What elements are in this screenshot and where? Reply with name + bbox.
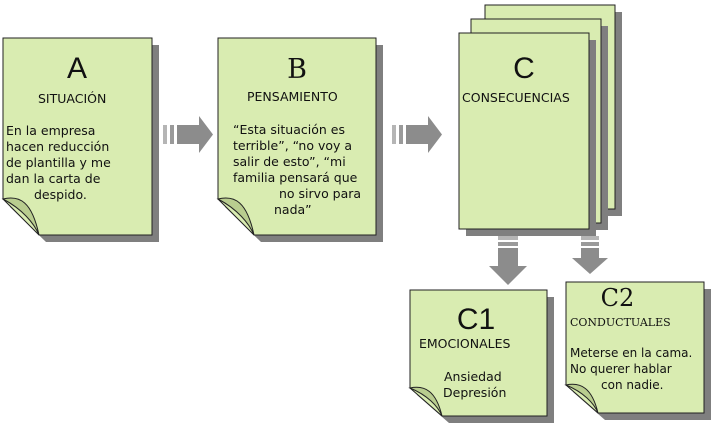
arrow-a-to-b (163, 116, 213, 153)
node-b-pensamiento: B PENSAMIENTO “Esta situación es terribl… (216, 37, 386, 242)
node-c1-emocionales: C1 EMOCIONALES Ansiedad Depresión (408, 289, 557, 424)
node-c2-line-3: con nadie. (601, 378, 664, 392)
node-c2-label: CONDUCTUALES (570, 316, 671, 329)
node-c-label: CONSECUENCIAS (462, 90, 570, 105)
node-b-line-3: salir de esto”, “mi (233, 154, 346, 169)
node-a-line-4: dan la carta de (6, 171, 101, 186)
node-c1-label: EMOCIONALES (419, 336, 511, 351)
node-b-line-5: no sirvo para (279, 186, 362, 201)
arrow-b-to-c (392, 116, 442, 153)
node-c2-letter: C2 (600, 284, 635, 312)
node-c2-conductuales: C2 CONDUCTUALES Meterse en la cama. No q… (564, 281, 711, 421)
node-b-label: PENSAMIENTO (247, 89, 338, 104)
note-a-shape (1, 37, 159, 242)
arrow-c-to-c1 (489, 236, 527, 285)
node-b-letter: B (287, 54, 307, 85)
node-a-situacion: A SITUACIÓN En la empresa hacen reducció… (1, 37, 162, 242)
node-a-letter: A (66, 52, 87, 85)
node-c-consecuencias: C CONSECUENCIAS (458, 4, 628, 236)
note-c2-shape (564, 281, 711, 420)
node-c2-line-2: No querer hablar (570, 362, 672, 376)
node-c-letter: C (513, 52, 535, 85)
node-a-line-1: En la empresa (6, 123, 96, 138)
note-b-shape (216, 37, 383, 242)
node-b-line-1: “Esta situación es (233, 122, 345, 137)
arrow-c-to-c2 (572, 236, 608, 274)
node-b-line-6: nada” (274, 202, 312, 217)
node-a-line-3: de plantilla y me (6, 155, 111, 170)
node-c2-line-1: Meterse en la cama. (570, 346, 693, 360)
node-c1-line-2: Depresión (443, 385, 507, 400)
note-c-stack-shape (458, 4, 622, 236)
node-a-line-2: hacen reducción (6, 139, 110, 154)
node-c1-letter: C1 (456, 303, 496, 336)
node-a-line-5: despido. (34, 187, 87, 202)
node-c1-line-1: Ansiedad (444, 369, 502, 384)
note-c1-shape (408, 289, 554, 423)
node-a-label: SITUACIÓN (38, 91, 107, 106)
node-b-line-4: familia pensará que (233, 170, 358, 185)
node-b-line-2: terrible”, “no voy a (233, 138, 353, 153)
